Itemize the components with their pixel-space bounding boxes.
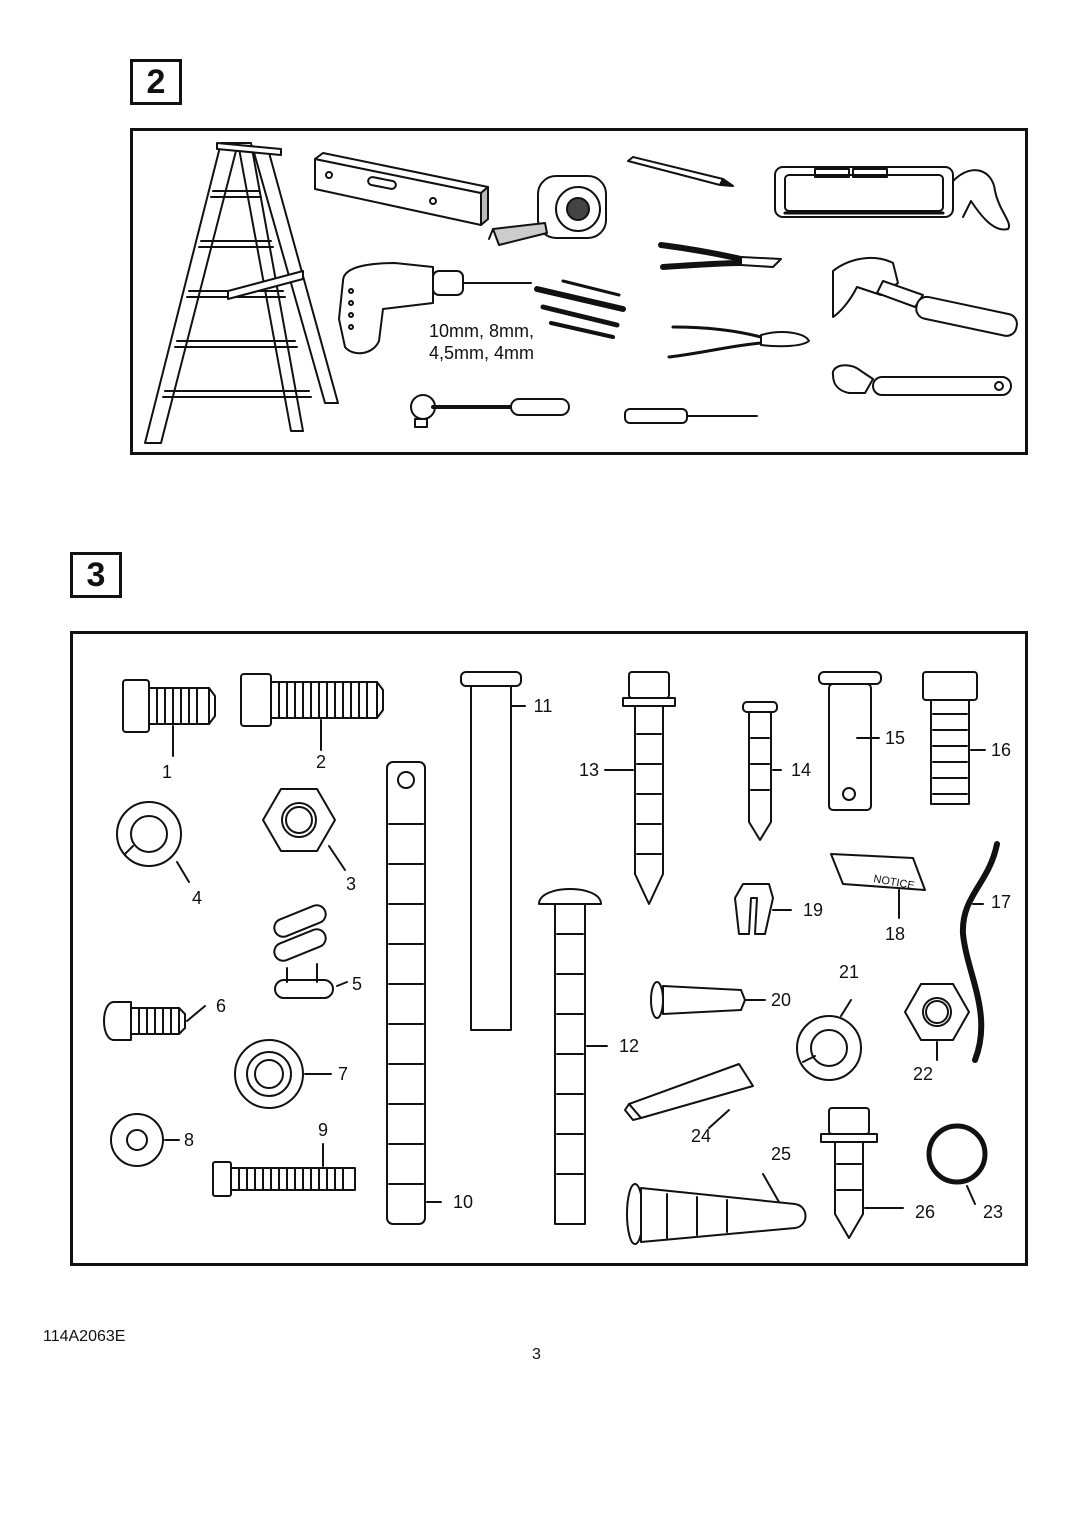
callout-15: 15 — [885, 728, 905, 748]
callout-13: 13 — [579, 760, 599, 780]
part-6-carriage-bolt — [103, 1001, 206, 1041]
part-4-lock-washer — [116, 801, 190, 883]
callout-22: 22 — [913, 1064, 933, 1084]
callout-8: 8 — [184, 1130, 194, 1150]
callout-25: 25 — [771, 1144, 791, 1164]
page-number: 3 — [532, 1346, 541, 1363]
callout-5: 5 — [352, 974, 362, 994]
ratchet-icon — [410, 394, 570, 428]
slip-joint-pliers-icon — [667, 325, 810, 359]
part-26-hex-flange-screw — [820, 1107, 904, 1239]
callout-14: 14 — [791, 760, 811, 780]
tools-panel: 10mm, 8mm, 4,5mm, 4mm — [130, 128, 1028, 455]
document-code: 114A2063E — [43, 1328, 126, 1345]
adjustable-wrench-icon — [831, 364, 1012, 396]
part-14-screw — [742, 701, 782, 841]
hardware-panel: 1 2 3 4 5 6 7 8 9 10 11 12 13 14 15 16 1… — [70, 631, 1028, 1266]
diagonal-cutters-icon — [658, 242, 782, 270]
callout-2: 2 — [316, 752, 326, 772]
part-16-hex-bolt — [922, 671, 986, 805]
part-23-ring — [926, 1123, 988, 1205]
ladder-icon — [144, 142, 339, 444]
part-2-hex-bolt — [240, 673, 384, 751]
callout-12: 12 — [619, 1036, 639, 1056]
part-12-carriage-bolt — [538, 888, 608, 1225]
callout-10: 10 — [453, 1192, 473, 1212]
callout-24: 24 — [691, 1126, 711, 1146]
pencil-icon — [627, 156, 734, 187]
callout-6: 6 — [216, 996, 226, 1016]
hardware-illustration: 1 2 3 4 5 6 7 8 9 10 11 12 13 14 15 16 1… — [103, 671, 1011, 1245]
part-1-hex-flange-bolt — [122, 679, 216, 757]
part-5-master-link — [273, 904, 348, 999]
callout-18: 18 — [885, 924, 905, 944]
callout-19: 19 — [803, 900, 823, 920]
hacksaw-icon — [774, 166, 1011, 231]
callout-23: 23 — [983, 1202, 1003, 1222]
part-20-wall-anchor — [650, 981, 766, 1019]
part-8-flat-washer — [110, 1113, 180, 1167]
part-3-hex-nut — [262, 788, 346, 871]
drill-bits-icon — [534, 279, 626, 339]
part-22-hex-nut — [904, 983, 970, 1061]
part-10-threaded-rod — [386, 761, 442, 1225]
callout-26: 26 — [915, 1202, 935, 1222]
tape-measure-icon — [488, 175, 607, 246]
callout-7: 7 — [338, 1064, 348, 1084]
callout-4: 4 — [192, 888, 202, 908]
part-15-clevis-pin — [818, 671, 882, 811]
part-19-clip — [734, 883, 792, 935]
part-21-lock-washer — [796, 999, 862, 1081]
drill-bit-sizes-line1: 10mm, 8mm, — [429, 321, 534, 341]
part-17-rope — [959, 841, 1000, 1063]
tools-illustration: 10mm, 8mm, 4,5mm, 4mm — [144, 142, 1018, 444]
callout-20: 20 — [771, 990, 791, 1010]
spirit-level-icon — [314, 152, 489, 226]
callout-16: 16 — [991, 740, 1011, 760]
part-11-clevis-pin — [460, 671, 526, 1031]
part-9-hex-flange-bolt — [212, 1143, 356, 1197]
screwdriver-icon — [624, 408, 758, 424]
step-2-badge: 2 — [130, 59, 182, 105]
part-13-lag-screw — [604, 671, 676, 905]
callout-3: 3 — [346, 874, 356, 894]
part-25-wall-anchor — [626, 1173, 807, 1245]
part-18-notice-tag — [830, 853, 926, 919]
electric-drill-icon — [338, 262, 532, 355]
drill-bit-sizes-line2: 4,5mm, 4mm — [429, 343, 534, 363]
callout-17: 17 — [991, 892, 1011, 912]
part-7-keps-nut — [234, 1039, 332, 1109]
step-3-badge: 3 — [70, 552, 122, 598]
callout-11: 11 — [534, 696, 553, 716]
hammer-icon — [832, 256, 1018, 337]
callout-21: 21 — [839, 962, 859, 982]
callout-9: 9 — [318, 1120, 328, 1140]
part-24-grease-tube — [624, 1063, 754, 1129]
callout-1: 1 — [162, 762, 172, 782]
